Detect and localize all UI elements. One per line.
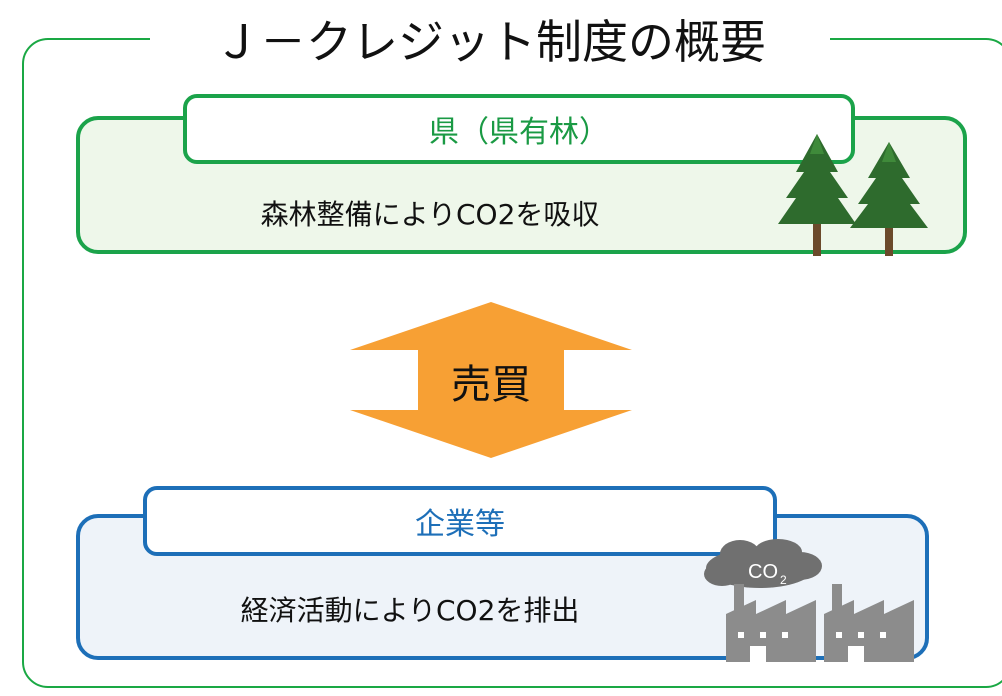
trade-label: 売買 bbox=[451, 362, 531, 408]
double-arrow-icon bbox=[350, 302, 632, 458]
cloud-subscript: 2 bbox=[780, 573, 787, 587]
seller-description: 森林整備によりCO2を吸収 bbox=[260, 198, 600, 231]
buyer-description: 経済活動によりCO2を排出 bbox=[240, 594, 580, 627]
cloud-co-text: CO bbox=[748, 561, 778, 583]
seller-label: 県（県有林） bbox=[183, 94, 855, 164]
buyer-label: 企業等 bbox=[143, 486, 777, 556]
smoke-cloud-icon bbox=[704, 539, 822, 588]
diagram-title: Ｊ－クレジット制度の概要 bbox=[214, 15, 766, 69]
title-mask bbox=[150, 0, 830, 76]
trees-icon bbox=[778, 134, 928, 256]
factory-icon: CO 2 bbox=[704, 539, 914, 662]
